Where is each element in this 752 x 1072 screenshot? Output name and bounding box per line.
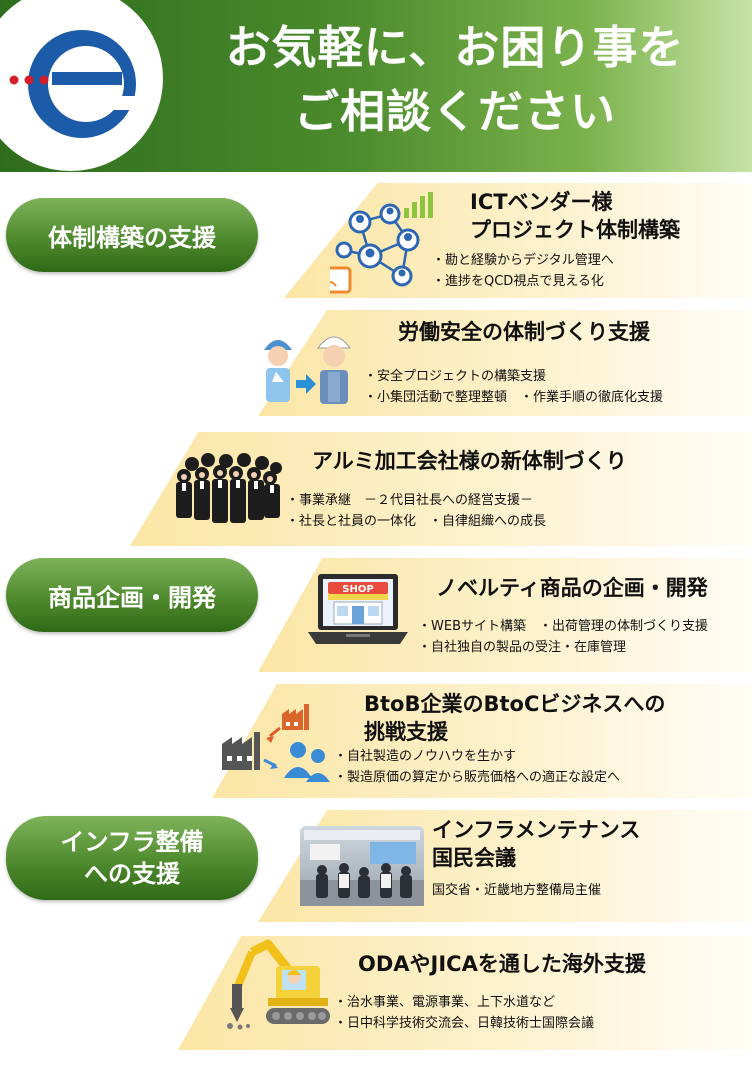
header-banner: お気軽に、お困り事を ご相談ください xyxy=(0,0,752,172)
category-pill-system-building: 体制構築の支援 xyxy=(6,198,258,272)
bullet-item: ・事業承継 －２代目社長への経営支援－ xyxy=(286,493,534,508)
bullet-item: ・自社製造のノウハウを生かす xyxy=(334,749,517,764)
bullet-item: ・製造原価の算定から販売価格への適正な設定へ xyxy=(334,770,621,785)
bullet-item: ・勘と経験からデジタル管理へ xyxy=(432,253,614,268)
exhibition-photo xyxy=(300,826,424,906)
item-title-line: プロジェクト体制構築 xyxy=(470,218,680,242)
item-title-line: ICTベンダー様 xyxy=(470,190,613,214)
category-label: への支援 xyxy=(84,860,180,888)
bullet-item: ・日中科学技術交流会、日韓技術士国際会議 xyxy=(334,1016,595,1031)
category-label: 商品企画・開発 xyxy=(48,583,216,612)
item-title-line: ODAやJICAを通した海外支援 xyxy=(358,952,646,976)
item-title-line: 労働安全の体制づくり支援 xyxy=(398,320,650,344)
factory-consumer-icon xyxy=(222,704,330,782)
item-title-line: ノベルティ商品の企画・開発 xyxy=(436,576,708,600)
item-title-ict-vendor: ICTベンダー様 プロジェクト体制構築 xyxy=(470,188,680,244)
bullet-item: ・治水事業、電源事業、上下水道など xyxy=(334,995,556,1010)
bullet-item: ・安全プロジェクトの構築支援 xyxy=(364,369,547,384)
item-title-aluminum-company: アルミ加工会社様の新体制づくり xyxy=(312,447,627,475)
title-line-2: ご相談ください xyxy=(293,85,616,138)
item-band-btob-to-btoc xyxy=(212,684,752,798)
category-label: インフラ整備 xyxy=(60,828,204,856)
item-bullets-btob-to-btoc: ・自社製造のノウハウを生かす ・製造原価の算定から販売価格への適正な設定へ xyxy=(334,746,620,788)
category-pill-infrastructure: インフラ整備 への支援 xyxy=(6,816,258,900)
item-title-btob-to-btoc: BtoB企業のBtoCビジネスへの 挑戦支援 xyxy=(364,690,665,746)
item-title-infra-maintenance: インフラメンテナンス 国民会議 xyxy=(432,816,640,872)
company-logo-icon xyxy=(9,30,152,138)
shop-sign-text: SHOP xyxy=(342,584,373,595)
item-bullets-overseas-support: ・治水事業、電源事業、上下水道など ・日中科学技術交流会、日韓技術士国際会議 xyxy=(334,992,594,1034)
item-title-labor-safety: 労働安全の体制づくり支援 xyxy=(398,318,650,346)
item-band-ict-vendor xyxy=(284,183,752,298)
excavator-icon xyxy=(227,939,330,1030)
title-line-1: お気軽に、お困り事を xyxy=(225,21,685,74)
bullet-item: 国交省・近畿地方整備局主催 xyxy=(432,883,602,898)
bullet-item: ・進捗をQCD視点で見える化 xyxy=(432,274,604,289)
employee-group-icon xyxy=(176,453,282,523)
category-pill-product-planning: 商品企画・開発 xyxy=(6,558,258,632)
laptop-shop-icon: SHOP xyxy=(308,574,408,644)
bullet-item: ・社長と社員の一体化 ・自律組織への成長 xyxy=(286,514,547,529)
item-title-overseas-support: ODAやJICAを通した海外支援 xyxy=(358,950,646,978)
item-title-line: アルミ加工会社様の新体制づくり xyxy=(312,449,627,473)
item-bullets-aluminum-company: ・事業承継 －２代目社長への経営支援－ ・社長と社員の一体化 ・自律組織への成長 xyxy=(286,490,546,532)
item-title-line: インフラメンテナンス xyxy=(432,818,641,842)
item-title-line: 挑戦支援 xyxy=(364,720,448,744)
item-title-line: 国民会議 xyxy=(432,846,516,870)
page-title: お気軽に、お困り事を ご相談ください xyxy=(170,16,740,144)
item-bullets-labor-safety: ・安全プロジェクトの構築支援 ・小集団活動で整理整頓 ・作業手順の徹底化支援 xyxy=(364,366,663,408)
item-bullets-novelty-products: ・WEBサイト構築 ・出荷管理の体制づくり支援 ・自社独自の製品の受注・在庫管理 xyxy=(418,616,708,658)
safety-workers-icon xyxy=(264,336,351,404)
item-bullets-ict-vendor: ・勘と経験からデジタル管理へ ・進捗をQCD視点で見える化 xyxy=(432,250,614,292)
category-label: 体制構築の支援 xyxy=(48,223,216,252)
bullet-item: ・WEBサイト構築 ・出荷管理の体制づくり支援 xyxy=(418,619,708,634)
network-people-icon xyxy=(330,192,433,294)
bullet-item: ・自社独自の製品の受注・在庫管理 xyxy=(418,640,627,655)
bullet-item: ・小集団活動で整理整頓 ・作業手順の徹底化支援 xyxy=(364,390,664,405)
item-title-novelty-products: ノベルティ商品の企画・開発 xyxy=(436,574,708,602)
item-title-line: BtoB企業のBtoCビジネスへの xyxy=(364,692,666,716)
item-bullets-infra-maintenance: 国交省・近畿地方整備局主催 xyxy=(432,880,601,901)
